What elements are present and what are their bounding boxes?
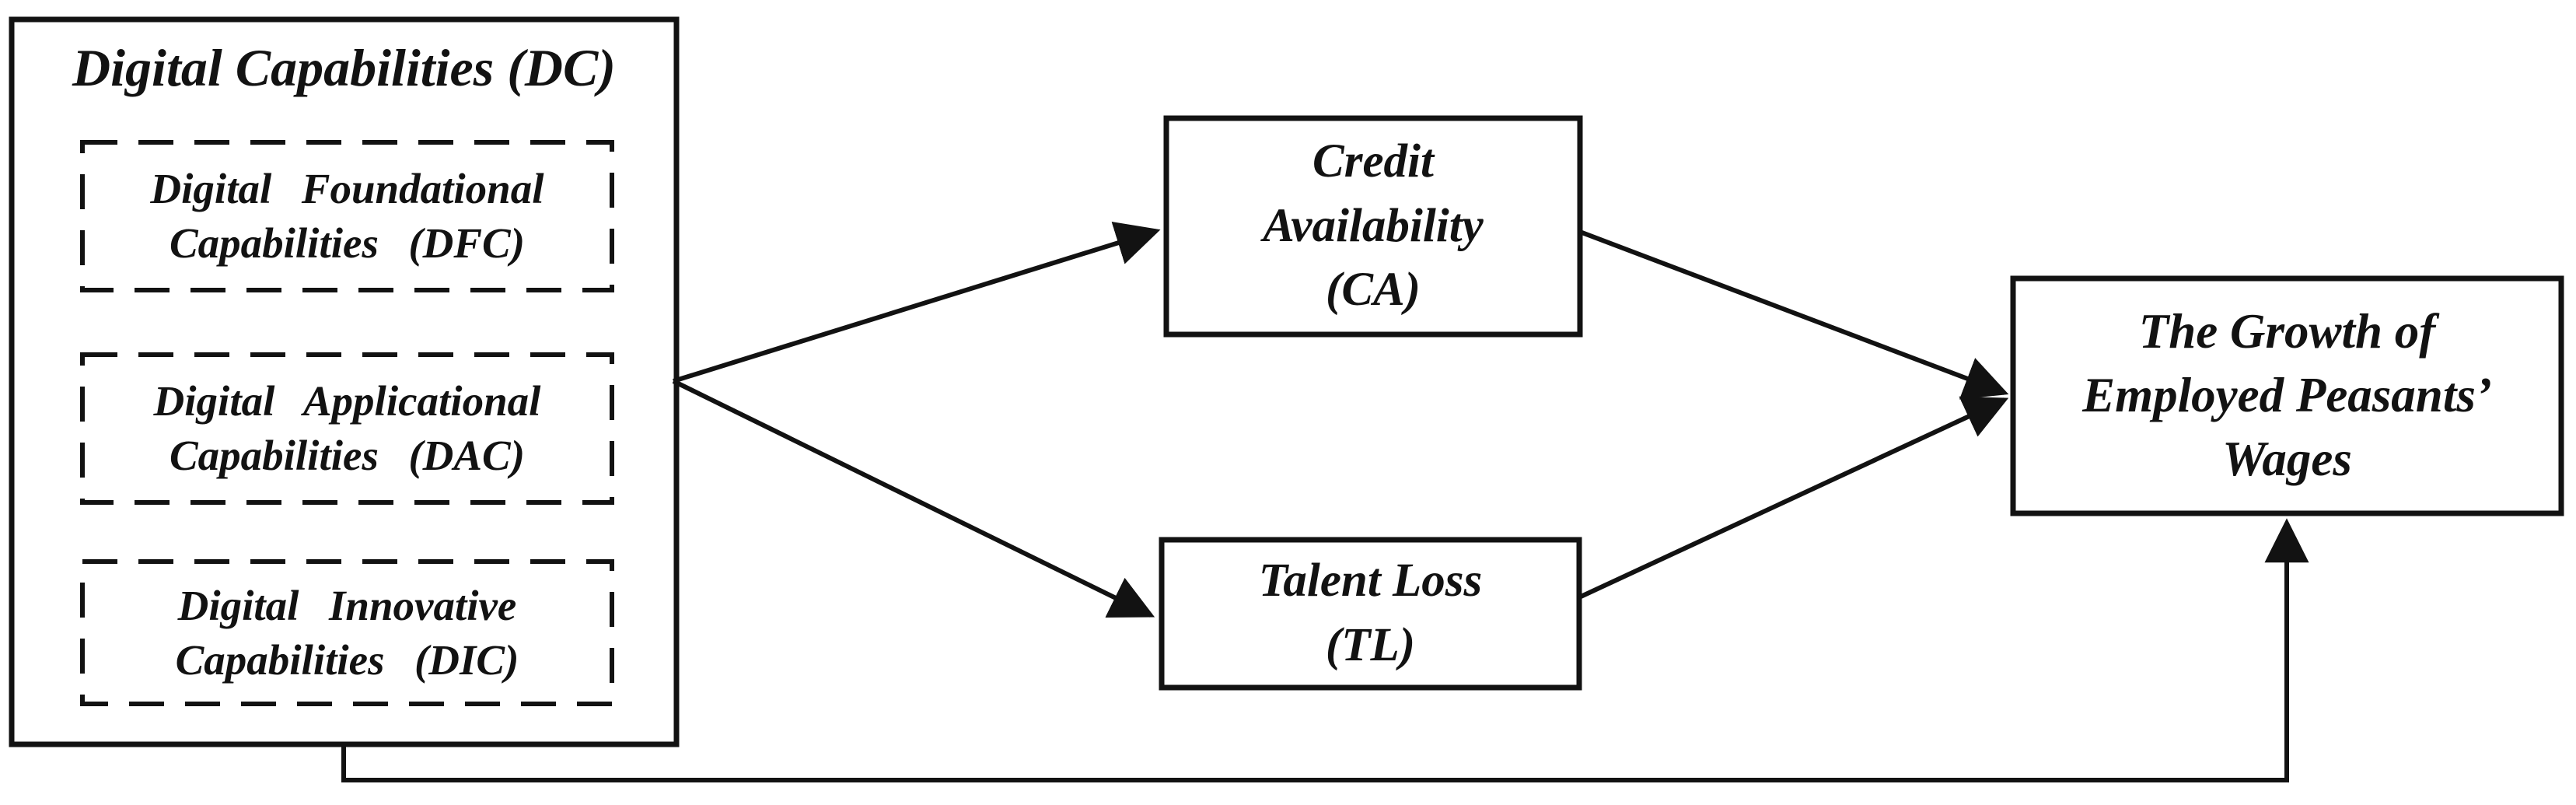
arrow-dc-to-tl [672,379,1155,618]
ca-box-outline [1163,115,1583,338]
tl-box-outline [1159,537,1582,691]
arrow-tl-to-wages [1578,396,2009,600]
dfc-dashed-box-outline [80,140,614,292]
arrow-dc-to-wages-direct [341,518,2309,782]
dac-dashed-box-outline [80,352,614,505]
arrow-ca-to-wages [1578,229,2009,400]
dic-dashed-box-outline [80,559,614,706]
wages-box-outline [2010,275,2564,516]
arrow-dc-to-ca [673,222,1161,383]
dc-box-outline [9,16,680,747]
